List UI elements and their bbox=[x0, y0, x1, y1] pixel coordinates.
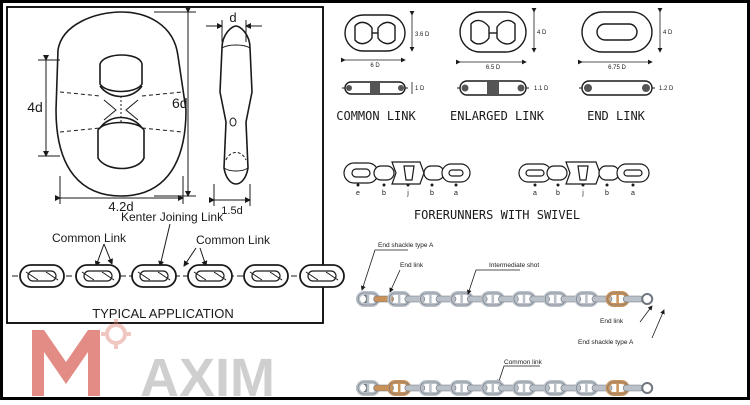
gear-icon bbox=[101, 319, 131, 349]
shackle-end bbox=[641, 382, 654, 394]
kenter-joining-link-label: Kenter Joining Link bbox=[121, 210, 224, 224]
letter-marker bbox=[430, 183, 434, 187]
common-link-right-label: Common Link bbox=[196, 233, 271, 247]
forerunner-letter: a bbox=[631, 190, 635, 197]
end-dim-h: 4 D bbox=[663, 30, 673, 36]
common-link-drawing bbox=[342, 14, 408, 95]
letter-marker bbox=[382, 183, 386, 187]
common-dim-h: 3.6 D bbox=[415, 32, 430, 38]
forerunner-letter: b bbox=[556, 190, 560, 197]
typical-chain-link bbox=[243, 264, 289, 288]
shackle-end bbox=[641, 293, 654, 305]
kenter-side-view bbox=[219, 25, 253, 185]
end-link-dimensions bbox=[578, 8, 663, 65]
forerunner-letter: a bbox=[533, 190, 537, 197]
dim-side-d-label: d bbox=[229, 10, 236, 25]
common-link-left-label: Common Link bbox=[52, 231, 127, 245]
common-dim-w: 6 D bbox=[370, 63, 380, 69]
letter-marker bbox=[356, 183, 360, 187]
typical-application-chain bbox=[12, 264, 345, 288]
common-dim-t: 1 D bbox=[415, 86, 425, 92]
kenter-front-view bbox=[55, 11, 187, 197]
chain-assembly-top bbox=[356, 291, 654, 307]
typical-chain-link bbox=[187, 264, 233, 288]
enlarged-link-dimensions bbox=[456, 8, 537, 65]
end-link-bottom-label: End link bbox=[600, 318, 624, 325]
enlarged-dim-w: 6.5 D bbox=[486, 65, 501, 71]
forerunner-letter: a bbox=[454, 190, 458, 197]
forerunners-title: FORERUNNERS WITH SWIVEL bbox=[414, 208, 580, 222]
forerunner-letter: b bbox=[430, 190, 434, 197]
typical-chain-link bbox=[131, 264, 177, 288]
enlarged-dim-t: 1.1 D bbox=[534, 86, 549, 92]
chain-link bbox=[622, 295, 644, 303]
common-link-dimensions bbox=[341, 11, 415, 94]
watermark-text: AXIM bbox=[140, 348, 275, 400]
kenter-front-dimensions bbox=[38, 7, 196, 204]
typical-chain-link bbox=[75, 264, 121, 288]
forerunner-left bbox=[343, 161, 471, 185]
end-shackle-a-bottom-label: End shackle type A bbox=[578, 339, 634, 346]
chain-top-leaders bbox=[360, 249, 665, 339]
forerunner-letter: j bbox=[581, 190, 584, 197]
end-link-drawing bbox=[579, 11, 655, 96]
intermediate-shot-label: Intermediate shot bbox=[489, 262, 539, 269]
dim-42d-label: 4.2d bbox=[108, 199, 133, 214]
enlarged-link-title: ENLARGED LINK bbox=[450, 109, 545, 123]
end-shackle-a-top-label: End shackle type A bbox=[378, 242, 434, 249]
letter-marker bbox=[605, 183, 609, 187]
letter-marker bbox=[581, 183, 585, 187]
common-link-leader bbox=[496, 365, 540, 385]
letter-marker bbox=[406, 183, 410, 187]
chain-link bbox=[622, 384, 644, 392]
dim-6d-label: 6d bbox=[172, 95, 188, 111]
forerunner-letter: j bbox=[406, 190, 409, 197]
letter-marker bbox=[454, 183, 458, 187]
enlarged-dim-h: 4 D bbox=[537, 30, 547, 36]
typical-application-leaders bbox=[94, 223, 208, 267]
letter-marker bbox=[556, 183, 560, 187]
typical-chain-link bbox=[299, 264, 345, 288]
common-link-title: COMMON LINK bbox=[336, 109, 416, 123]
end-link-top-label: End link bbox=[400, 262, 424, 269]
enlarged-link-drawing bbox=[457, 11, 529, 96]
typical-application-title: TYPICAL APPLICATION bbox=[92, 306, 234, 321]
typical-chain-link bbox=[19, 264, 65, 288]
common-link-chain-label: Common link bbox=[504, 359, 543, 366]
dim-15d-label: 1.5d bbox=[221, 205, 242, 217]
kenter-side-dimensions bbox=[206, 20, 262, 206]
letter-marker bbox=[533, 183, 537, 187]
end-dim-t: 1.2 D bbox=[659, 86, 674, 92]
forerunner-right bbox=[518, 161, 650, 185]
chain-assembly-bottom bbox=[356, 380, 654, 396]
letter-marker bbox=[631, 183, 635, 187]
forerunner-letter: b bbox=[382, 190, 386, 197]
forerunner-letter: b bbox=[605, 190, 609, 197]
maxim-logo: AXIM bbox=[32, 319, 275, 405]
forerunner-letter: e bbox=[356, 190, 360, 197]
end-link-title: END LINK bbox=[587, 109, 646, 123]
dim-4d-label: 4d bbox=[27, 99, 43, 115]
end-dim-w: 6.75 D bbox=[608, 65, 626, 71]
